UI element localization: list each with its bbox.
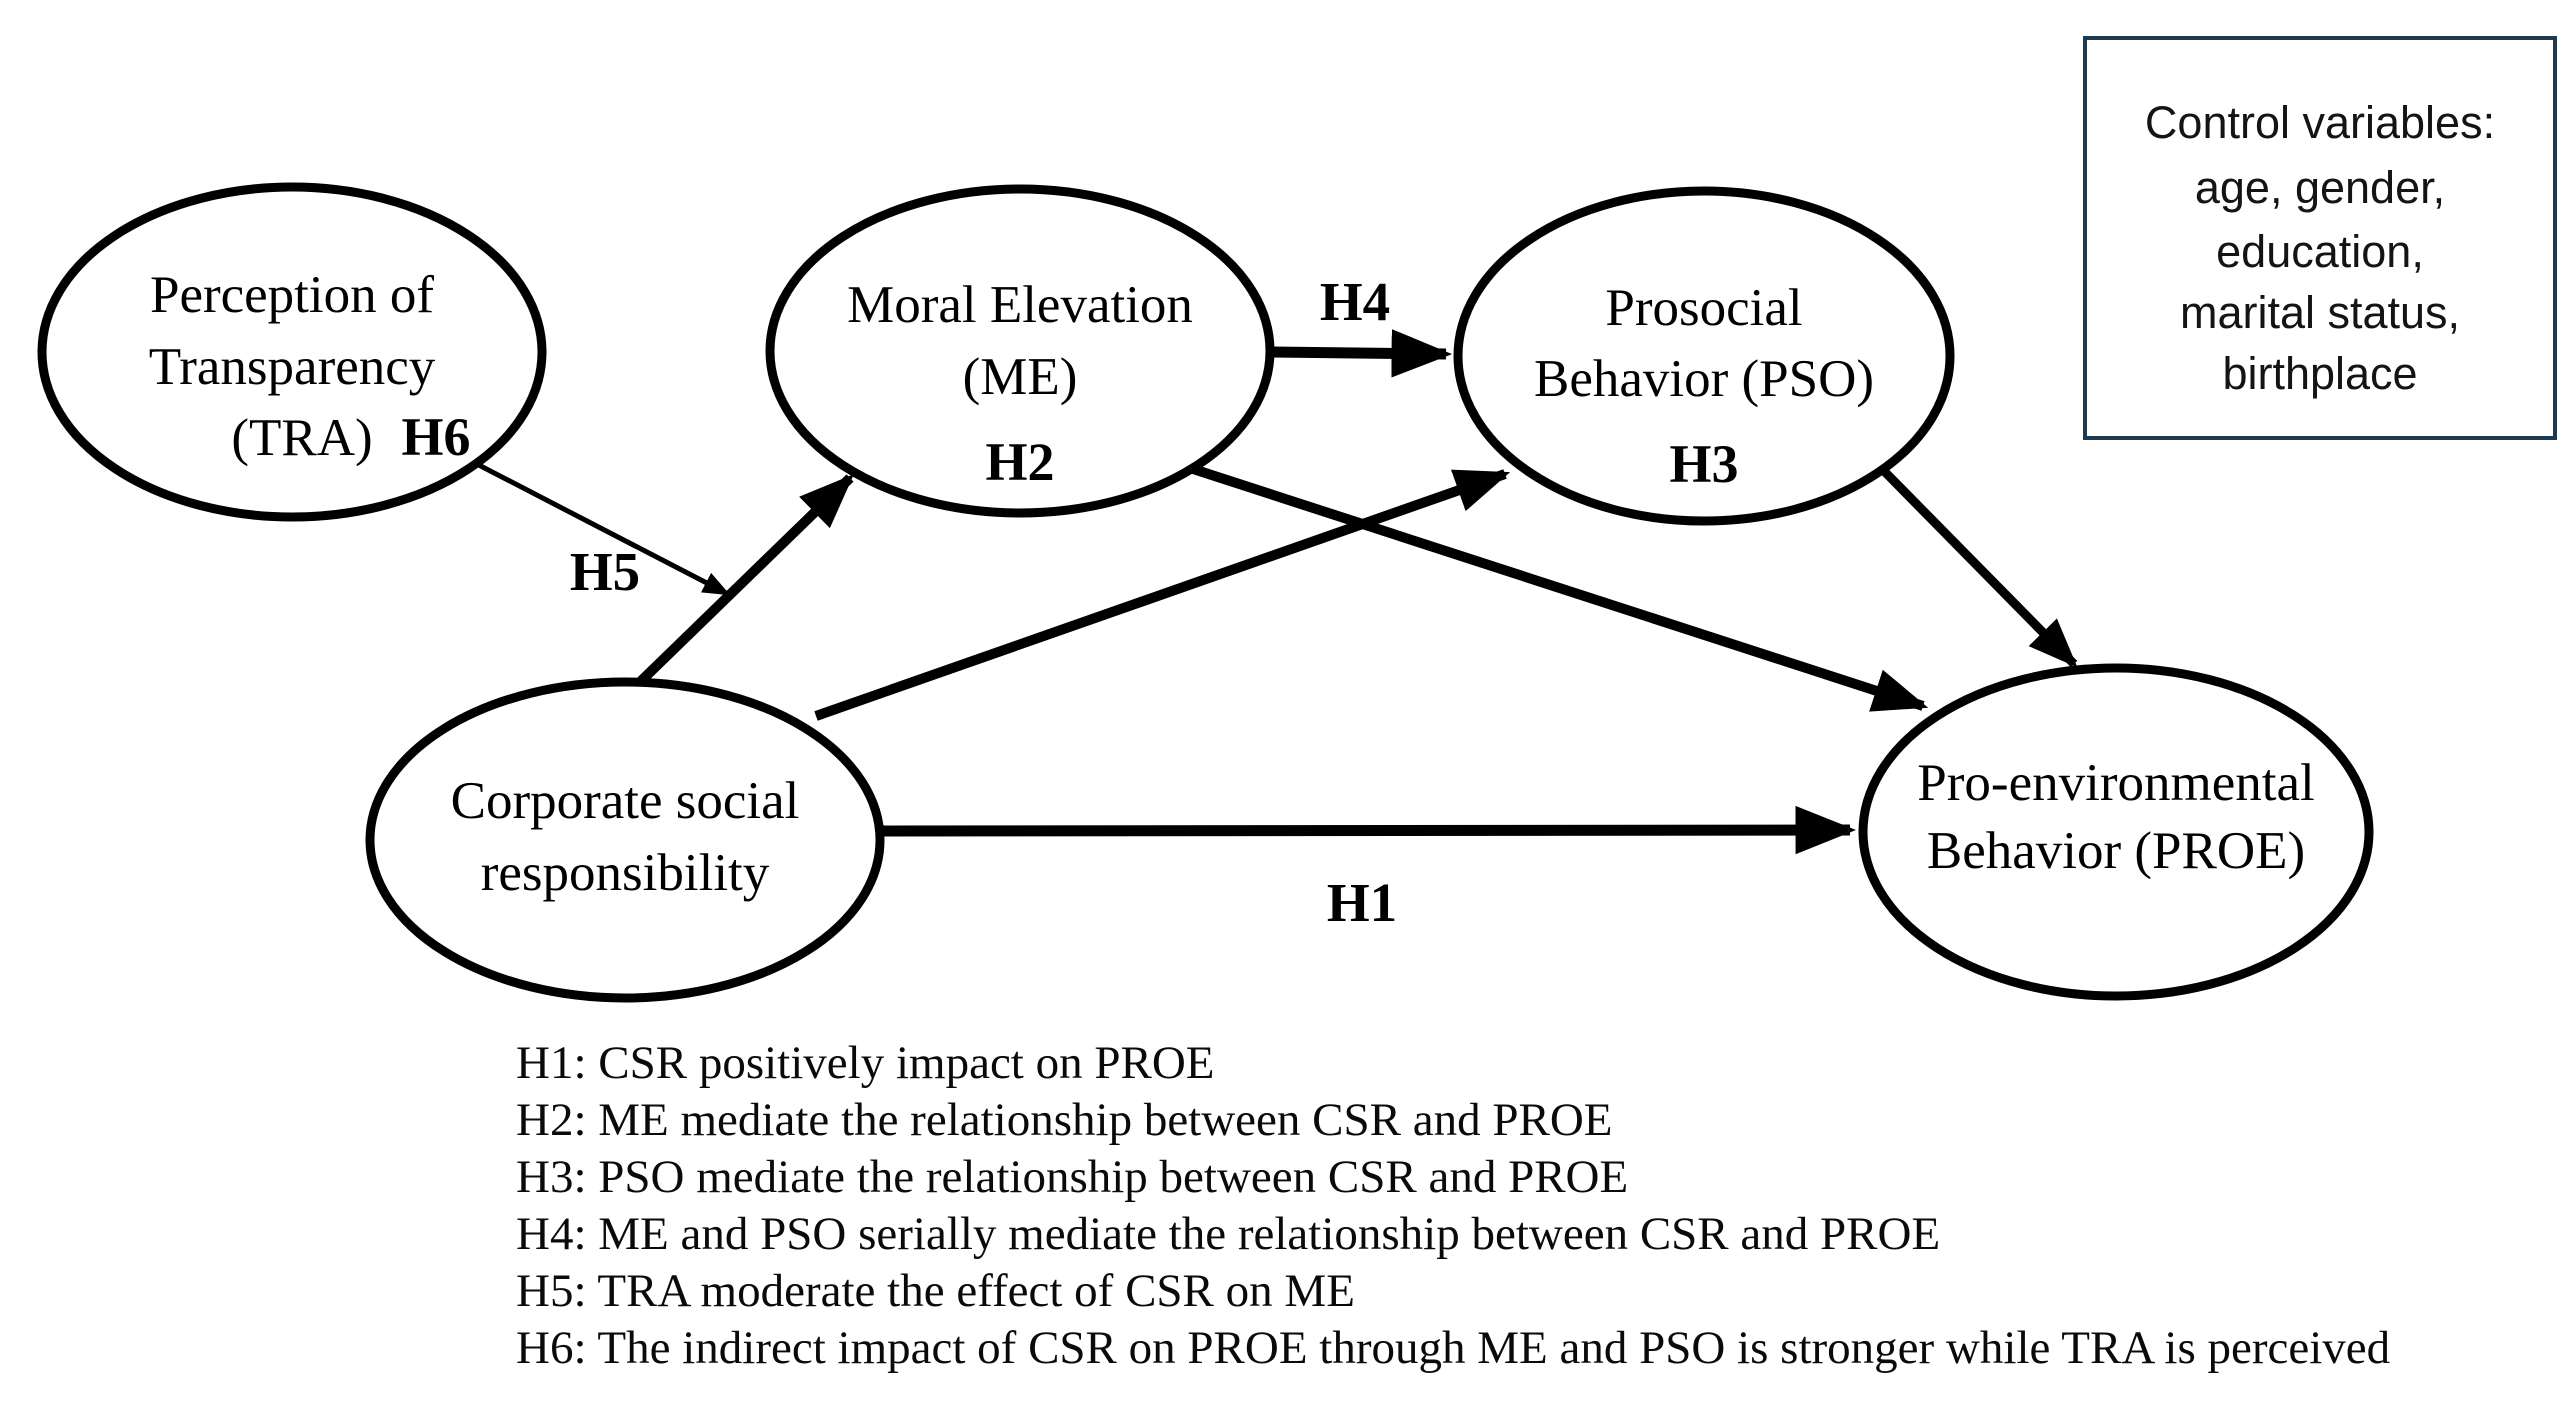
me-hypothesis-tag-h2: H2 — [985, 432, 1054, 492]
hypothesis-line-h4: H4: ME and PSO serially mediate the rela… — [516, 1208, 1940, 1260]
arrow-csr-to-pso — [814, 469, 1511, 721]
hypothesis-line-h1: H1: CSR positively impact on PROE — [516, 1037, 1215, 1089]
node-pso-ellipse — [1453, 186, 1955, 526]
control-box-line-4: marital status, — [2180, 287, 2460, 338]
hypothesis-line-h3: H3: PSO mediate the relationship between… — [516, 1151, 1628, 1203]
tra-label-line3: (TRA) — [231, 409, 372, 467]
arrow-csr-to-me — [636, 474, 854, 686]
control-box-line-1: Control variables: — [2145, 97, 2495, 148]
arrow-csr-to-proe-h1 — [881, 805, 1857, 855]
me-label-line2: (ME) — [963, 348, 1078, 406]
arrow-me-to-pso-h4 — [1271, 329, 1453, 378]
proe-label-line2: Behavior (PROE) — [1927, 822, 2305, 880]
proe-label-line1: Pro-environmental — [1917, 754, 2314, 812]
node-tra-ellipse — [37, 182, 547, 522]
control-variables-box — [2083, 36, 2557, 440]
control-box-line-5: birthplace — [2222, 348, 2417, 399]
me-label-line1: Moral Elevation — [847, 276, 1193, 334]
tra-label-line2: Transparency — [149, 338, 436, 396]
arrow-me-to-proe — [1188, 463, 1929, 712]
hypothesis-line-h5: H5: TRA moderate the effect of CSR on ME — [516, 1265, 1355, 1317]
arrow-pso-to-proe — [1881, 468, 2078, 668]
tra-hypothesis-tag-h6: H6 — [401, 407, 470, 467]
csr-label-line1: Corporate social — [451, 772, 800, 830]
node-proe-ellipse — [1858, 663, 2374, 1001]
hypothesis-line-h2: H2: ME mediate the relationship between … — [516, 1094, 1613, 1146]
pso-label-line2: Behavior (PSO) — [1534, 350, 1874, 408]
hypothesis-line-h6: H6: The indirect impact of CSR on PROE t… — [516, 1322, 2390, 1374]
arrow-tra-moderation-h5 — [471, 459, 731, 597]
node-me-ellipse — [765, 184, 1275, 518]
tra-label-line1: Perception of — [150, 266, 434, 324]
arrow-label-h1: H1 — [1327, 872, 1397, 933]
arrow-label-h4: H4 — [1320, 271, 1390, 332]
pso-hypothesis-tag-h3: H3 — [1669, 434, 1738, 494]
control-box-line-3: education, — [2216, 226, 2424, 277]
arrow-label-h5: H5 — [570, 541, 640, 602]
control-box-line-2: age, gender, — [2195, 162, 2445, 213]
pso-label-line1: Prosocial — [1605, 279, 1802, 337]
node-csr-ellipse — [365, 677, 885, 1003]
csr-label-line2: responsibility — [481, 844, 770, 902]
